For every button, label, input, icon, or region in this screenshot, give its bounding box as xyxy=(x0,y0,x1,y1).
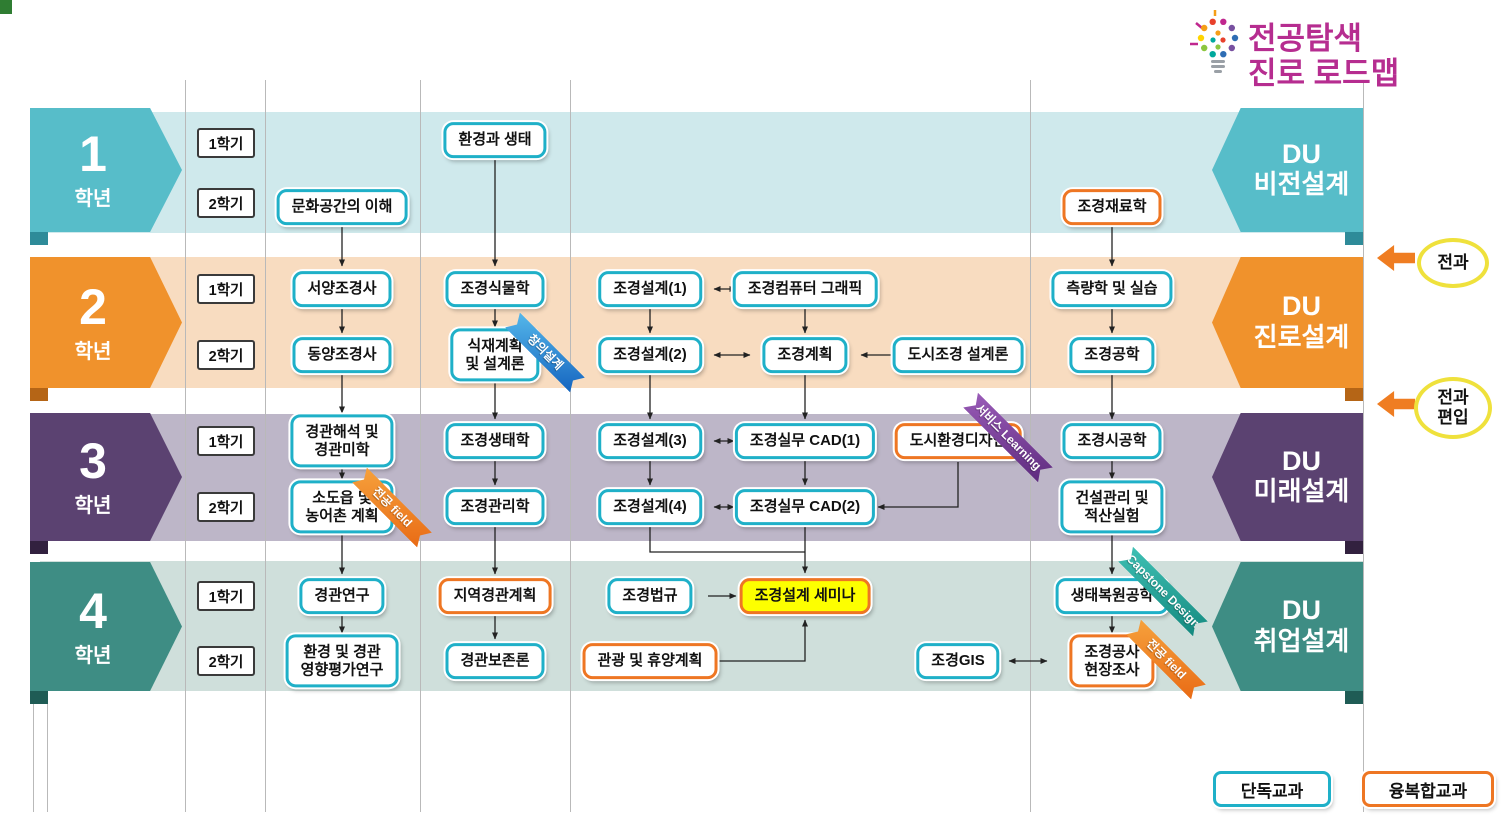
course-env-impact: 환경 및 경관 영향평가연구 xyxy=(285,634,399,688)
banner-fold xyxy=(1345,541,1363,554)
lightbulb-icon xyxy=(1190,10,1239,73)
year-number: 4 xyxy=(79,582,107,639)
banner-fold xyxy=(30,691,48,704)
course-east-history: 동양조경사 xyxy=(292,337,392,373)
grid-line xyxy=(420,80,421,812)
banner-fold xyxy=(1345,691,1363,704)
course-aesthetics: 경관해석 및 경관미학 xyxy=(290,414,394,468)
grid-line xyxy=(47,694,48,812)
semester-label-y4s2: 2학기 xyxy=(197,646,255,676)
course-design2: 조경설계(2) xyxy=(598,337,702,373)
semester-label-y3s1: 1학기 xyxy=(197,426,255,456)
banner-fold xyxy=(30,232,48,245)
course-cad1: 조경실무 CAD(1) xyxy=(734,423,876,459)
course-computer-graphics: 조경컴퓨터 그래픽 xyxy=(732,271,878,307)
grid-line xyxy=(185,80,186,812)
du-future-banner: DU 미래설계 xyxy=(1212,413,1363,541)
page-title: 전공탐색 진로 로드맵 xyxy=(1248,21,1400,91)
semester-label-y1s2: 2학기 xyxy=(197,188,255,218)
du-label: DU xyxy=(1282,445,1321,476)
course-tourism: 관광 및 휴양계획 xyxy=(582,643,718,679)
grid-line xyxy=(570,80,571,812)
course-plants: 조경식물학 xyxy=(445,271,545,307)
course-gis: 조경GIS xyxy=(916,643,1000,679)
course-design1: 조경설계(1) xyxy=(598,271,702,307)
legend-single-course: 단독교과 xyxy=(1213,771,1331,807)
course-west-history: 서양조경사 xyxy=(292,271,392,307)
semester-label-y4s1: 1학기 xyxy=(197,581,255,611)
year-number: 3 xyxy=(79,433,107,489)
course-design4: 조경설계(4) xyxy=(598,489,702,525)
course-construction-mgmt: 건설관리 및 적산실험 xyxy=(1060,480,1164,534)
course-management: 조경관리학 xyxy=(445,489,545,525)
transfer-admission-badge: 전과 편입 xyxy=(1414,377,1492,439)
course-engineering: 조경공학 xyxy=(1069,337,1155,373)
transfer-badge: 전과 xyxy=(1417,238,1489,288)
year-2-banner: 2 학년 xyxy=(30,257,182,388)
course-cultural-space: 문화공간의 이해 xyxy=(276,189,408,225)
course-ecology: 조경생태학 xyxy=(445,423,545,459)
semester-label-y3s2: 2학기 xyxy=(197,492,255,522)
grid-line xyxy=(265,80,266,812)
du-employment-banner: DU 취업설계 xyxy=(1212,562,1363,691)
du-label: DU xyxy=(1282,595,1321,626)
semester-label-y2s1: 1학기 xyxy=(197,274,255,304)
course-surveying: 측량학 및 실습 xyxy=(1051,271,1173,307)
year-number: 1 xyxy=(79,126,107,182)
legend-convergence-course: 융복합교과 xyxy=(1362,771,1494,807)
course-seminar: 조경설계 세미나 xyxy=(739,578,871,614)
course-research: 경관연구 xyxy=(299,578,385,614)
grid-line xyxy=(1363,80,1364,812)
grid-line xyxy=(33,694,34,812)
du-stage-label: 진로설계 xyxy=(1253,321,1350,352)
course-construction: 조경시공학 xyxy=(1062,423,1162,459)
course-planning: 조경계획 xyxy=(762,337,848,373)
du-stage-label: 미래설계 xyxy=(1253,476,1350,507)
semester-label-y1s1: 1학기 xyxy=(197,128,255,158)
course-regional-planning: 지역경관계획 xyxy=(438,578,552,614)
course-cad2: 조경실무 CAD(2) xyxy=(734,489,876,525)
du-career-banner: DU 진로설계 xyxy=(1212,257,1363,388)
du-label: DU xyxy=(1282,291,1321,322)
course-urban-design-theory: 도시조경 설계론 xyxy=(892,337,1024,373)
course-landscape-materials: 조경재료학 xyxy=(1062,189,1162,225)
year-suffix: 학년 xyxy=(74,644,112,667)
course-preservation: 경관보존론 xyxy=(445,643,545,679)
banner-fold xyxy=(30,388,48,401)
year-1-banner: 1 학년 xyxy=(30,108,182,232)
banner-fold xyxy=(1345,232,1363,245)
year-3-banner: 3 학년 xyxy=(30,413,182,541)
title-line-2: 진로 로드맵 xyxy=(1248,55,1400,91)
du-label: DU xyxy=(1282,138,1321,169)
year-suffix: 학년 xyxy=(74,495,112,517)
course-small-town: 소도읍 및 농어촌 계획 xyxy=(290,480,394,534)
title-line-1: 전공탐색 xyxy=(1248,21,1363,56)
course-law: 조경법규 xyxy=(607,578,693,614)
du-vision-banner: DU 비전설계 xyxy=(1212,108,1363,232)
du-stage-label: 취업설계 xyxy=(1253,625,1350,656)
banner-fold xyxy=(1345,388,1363,401)
year-suffix: 학년 xyxy=(74,340,112,363)
semester-label-y2s2: 2학기 xyxy=(197,340,255,370)
course-design3: 조경설계(3) xyxy=(598,423,702,459)
course-env-ecology: 환경과 생태 xyxy=(443,122,547,158)
year-suffix: 학년 xyxy=(74,188,112,210)
year-4-banner: 4 학년 xyxy=(30,562,182,691)
du-stage-label: 비전설계 xyxy=(1253,169,1350,200)
corner-mark xyxy=(0,0,12,14)
banner-fold xyxy=(30,541,48,554)
year-number: 2 xyxy=(79,278,107,335)
